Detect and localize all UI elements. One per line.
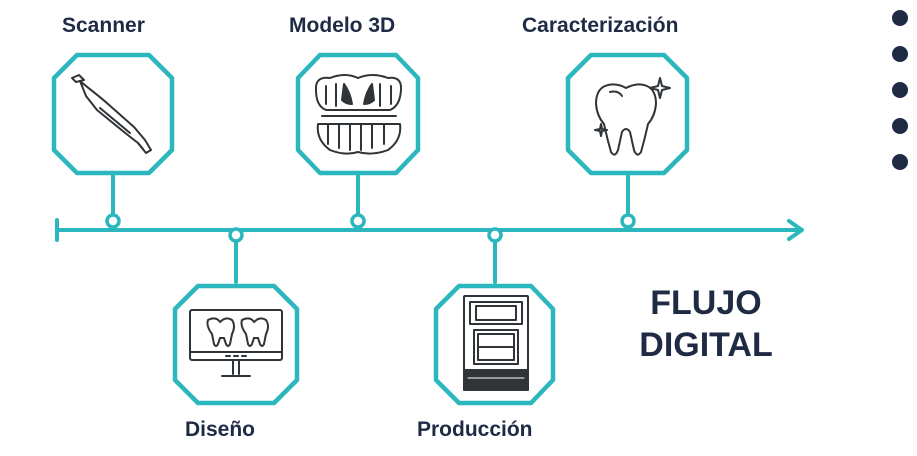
diseno-frame xyxy=(172,283,300,406)
printer-icon xyxy=(463,295,529,391)
caracterizacion-frame xyxy=(565,52,690,176)
scanner-frame xyxy=(51,52,175,176)
modelo3d-frame xyxy=(295,52,421,176)
timeline-nodes xyxy=(105,213,636,243)
step-label-produccion: Producción xyxy=(417,418,533,441)
timeline xyxy=(55,168,804,284)
step-label-caracterizacion: Caracterización xyxy=(522,14,679,37)
bullet-dot xyxy=(892,82,908,98)
bullet-dot xyxy=(892,118,908,134)
bullet-dot xyxy=(892,46,908,62)
bullet-dot xyxy=(892,10,908,26)
scanner-icon xyxy=(71,74,152,154)
tooth-sparkle-icon xyxy=(594,77,671,156)
step-label-modelo3d: Modelo 3D xyxy=(289,14,396,37)
title-line-1: FLUJO xyxy=(650,284,762,322)
title-line-2: DIGITAL xyxy=(639,326,773,364)
step-label-diseno: Diseño xyxy=(185,418,256,441)
monitor-teeth-icon xyxy=(189,309,283,377)
diagram-title: FLUJO DIGITAL xyxy=(618,282,794,366)
step-label-scanner: Scanner xyxy=(62,14,145,37)
teeth-model-icon xyxy=(314,74,403,155)
bullet-dot xyxy=(892,154,908,170)
